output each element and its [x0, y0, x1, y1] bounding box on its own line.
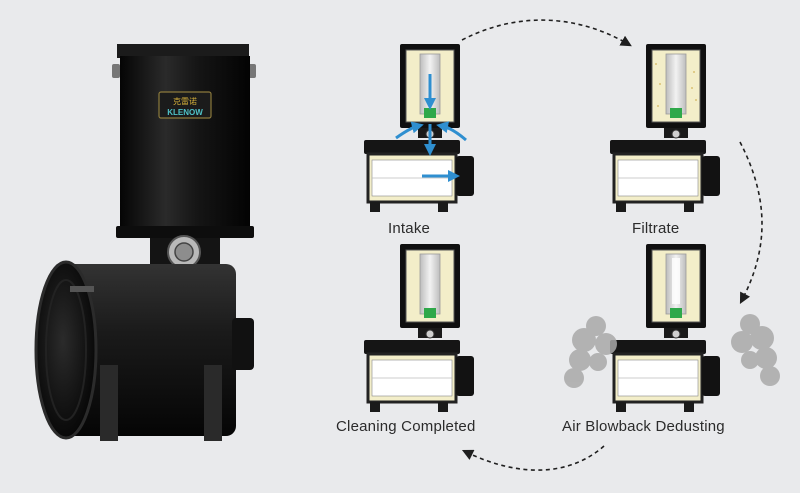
stage-label-air-blowback: Air Blowback Dedusting — [562, 418, 725, 435]
air-filter-product-image: 克雷诺 KLENOW — [34, 44, 256, 441]
stage-air-blowback — [564, 242, 780, 414]
arrow-blowback-to-complete — [461, 445, 605, 471]
cycle-arrows — [461, 19, 763, 471]
brand-cn-label: 克雷诺 — [173, 96, 197, 106]
stage-label-cleaning-completed: Cleaning Completed — [336, 418, 476, 435]
stage-label-filtrate: Filtrate — [632, 220, 680, 237]
brand-en-label: KLENOW — [167, 108, 203, 117]
arrow-filtrate-to-blowback — [739, 141, 763, 304]
stage-filtrate — [608, 42, 722, 214]
stage-intake — [362, 42, 476, 214]
stage-label-intake: Intake — [388, 220, 431, 237]
stage-cleaning-completed — [362, 242, 476, 414]
arrow-intake-to-filtrate — [461, 19, 632, 47]
dust-cloud-left — [564, 316, 617, 388]
intake-airflow-arrows — [395, 74, 467, 182]
dust-cloud-right — [731, 314, 780, 386]
